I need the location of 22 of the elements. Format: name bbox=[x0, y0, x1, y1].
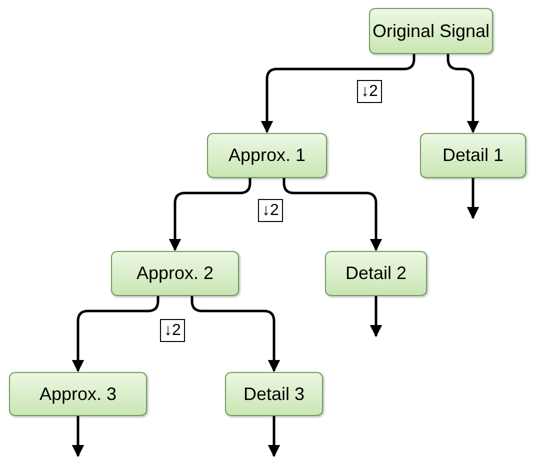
arrow bbox=[268, 416, 280, 458]
process-box bbox=[207, 133, 327, 178]
node-label: Approx. 3 bbox=[39, 382, 117, 406]
process-box bbox=[420, 133, 526, 178]
arrow bbox=[466, 178, 480, 220]
process-box bbox=[111, 251, 239, 296]
downsample-label: ↓2 bbox=[160, 319, 185, 342]
downsample-label: ↓2 bbox=[258, 199, 283, 222]
arrow bbox=[72, 416, 84, 458]
process-box bbox=[369, 8, 493, 54]
process-box bbox=[225, 372, 323, 416]
node-label: Original Signal bbox=[372, 20, 490, 43]
arrow bbox=[446, 54, 480, 134]
node-label: Approx. 1 bbox=[228, 144, 306, 167]
node-label: Detail 2 bbox=[345, 262, 407, 285]
process-box bbox=[9, 372, 147, 416]
arrow bbox=[370, 296, 382, 338]
downsample-label: ↓2 bbox=[357, 80, 382, 103]
node-label: Detail 3 bbox=[243, 382, 305, 406]
node-label: Detail 1 bbox=[442, 144, 504, 167]
node-label: Approx. 2 bbox=[136, 262, 214, 285]
process-box bbox=[325, 251, 427, 296]
